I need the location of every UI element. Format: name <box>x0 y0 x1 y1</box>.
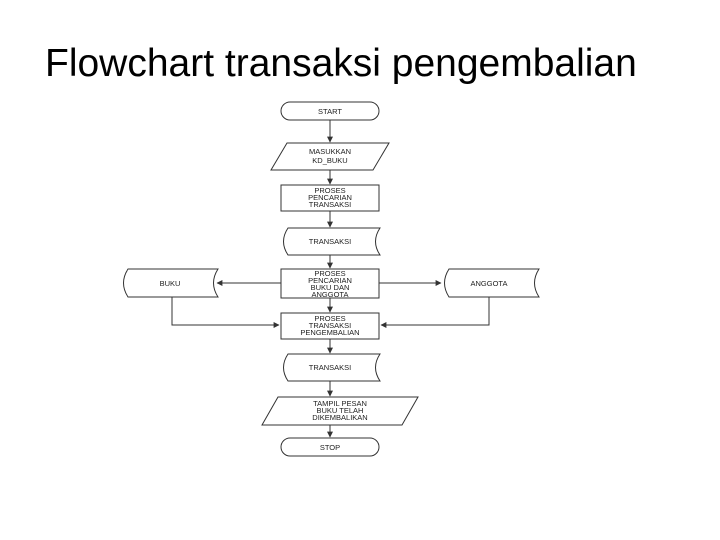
input-kd-buku-parallelogram: MASUKKAN KD_BUKU <box>270 142 390 171</box>
connector-anggota-to-pengembalian <box>380 297 490 328</box>
proses-pengembalian-label-line-1: PROSES <box>314 314 345 323</box>
transaksi-stored-data-1: TRANSAKSI <box>283 227 381 256</box>
input-kd-buku-label-line-2: KD_BUKU <box>312 156 347 165</box>
stop-label: STOP <box>320 443 340 452</box>
proses-pencarian-buku-anggota-box: PROSES PENCARIAN BUKU DAN ANGGOTA <box>280 268 380 299</box>
tampil-pesan-label-line-1: TAMPIL PESAN <box>313 399 367 408</box>
proses-pengembalian-label-line-2: TRANSAKSI <box>309 321 352 330</box>
buku-stored-data: BUKU <box>123 268 219 298</box>
proses-pengembalian-label-line-3: PENGEMBALIAN <box>300 328 359 337</box>
slide-title: Flowchart transaksi pengembalian <box>45 42 637 85</box>
proses-pencarian-buku-anggota-label-line-1: PROSES <box>314 269 345 278</box>
connectors <box>171 120 490 438</box>
proses-pencarian-buku-anggota-label-line-2: PENCARIAN <box>308 276 352 285</box>
stop-terminator: STOP <box>280 437 380 457</box>
buku-label: BUKU <box>160 279 181 288</box>
proses-pencarian-transaksi-label-line-1: PROSES <box>314 186 345 195</box>
proses-pencarian-buku-anggota-label-line-3: BUKU DAN <box>311 283 350 292</box>
anggota-stored-data: ANGGOTA <box>444 268 540 298</box>
tampil-pesan-label-line-2: BUKU TELAH <box>317 406 364 415</box>
connector-buku-to-pengembalian <box>171 297 280 328</box>
proses-pencarian-transaksi-box: PROSES PENCARIAN TRANSAKSI <box>280 184 380 212</box>
transaksi-1-label: TRANSAKSI <box>309 237 352 246</box>
proses-pengembalian-box: PROSES TRANSAKSI PENGEMBALIAN <box>280 312 380 340</box>
transaksi-2-label: TRANSAKSI <box>309 363 352 372</box>
transaksi-stored-data-2: TRANSAKSI <box>283 353 381 382</box>
anggota-label: ANGGOTA <box>471 279 508 288</box>
tampil-pesan-label-line-3: DIKEMBALIKAN <box>312 413 367 422</box>
tampil-pesan-parallelogram: TAMPIL PESAN BUKU TELAH DIKEMBALIKAN <box>261 396 419 426</box>
proses-pencarian-transaksi-label-line-3: TRANSAKSI <box>309 200 352 209</box>
proses-pencarian-buku-anggota-label-line-4: ANGGOTA <box>312 290 349 299</box>
proses-pencarian-transaksi-label-line-2: PENCARIAN <box>308 193 352 202</box>
start-terminator: START <box>280 101 380 121</box>
input-kd-buku-label-line-1: MASUKKAN <box>309 147 351 156</box>
start-label: START <box>318 107 342 116</box>
